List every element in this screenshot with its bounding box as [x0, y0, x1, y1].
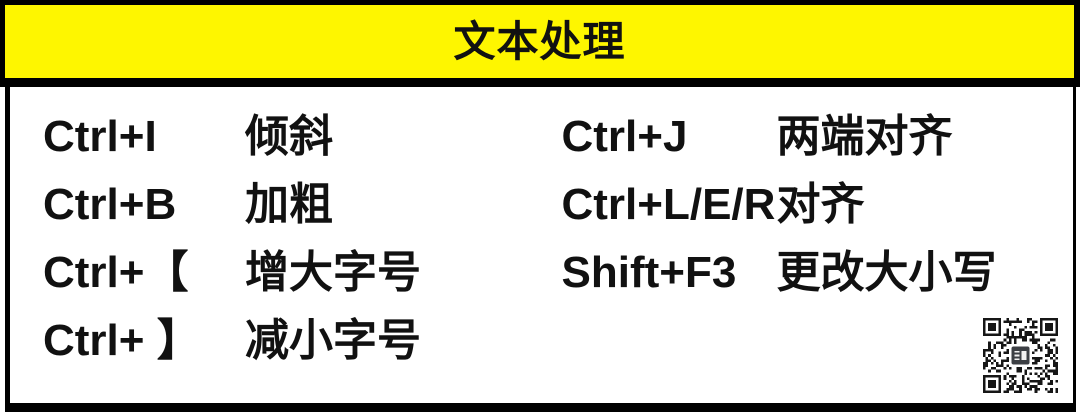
- shortcut-action: 更改大小写: [776, 248, 997, 297]
- shortcut-row: Ctrl+J 两端对齐: [542, 103, 1074, 171]
- card-header: 文本处理: [0, 0, 1080, 87]
- shortcut-keys: Ctrl+【: [43, 248, 189, 297]
- shortcut-column-right: Ctrl+J 两端对齐 Ctrl+L/E/R 对齐 Shift+F3 更改大小写: [542, 103, 1074, 307]
- shortcut-row: Ctrl+B 加粗: [10, 171, 542, 239]
- shortcut-action: 加粗: [245, 180, 333, 229]
- shortcut-keys: Ctrl+B: [43, 180, 177, 229]
- shortcut-row: Ctrl+I 倾斜: [10, 103, 542, 171]
- shortcut-row: Ctrl+L/E/R 对齐: [542, 171, 1074, 239]
- shortcut-action: 对齐: [776, 180, 865, 229]
- shortcut-action: 两端对齐: [776, 112, 953, 161]
- shortcut-row: Ctrl+ 】 减小字号: [10, 307, 542, 375]
- shortcut-keys: Ctrl+ 】: [43, 316, 201, 365]
- qr-center-logo: [1011, 346, 1030, 365]
- shortcut-action: 减小字号: [245, 316, 421, 365]
- qr-code: [983, 318, 1058, 393]
- shortcut-keys: Ctrl+L/E/R: [561, 180, 776, 229]
- qr-code-image: [983, 318, 1058, 393]
- shortcut-keys: Shift+F3: [561, 248, 737, 297]
- card-body: Ctrl+I 倾斜 Ctrl+B 加粗 Ctrl+【 增大字号 Ctrl+ 】 …: [5, 87, 1076, 412]
- shortcut-row: Shift+F3 更改大小写: [542, 239, 1074, 307]
- shortcut-keys: Ctrl+J: [561, 112, 688, 161]
- shortcut-keys: Ctrl+I: [43, 112, 157, 161]
- shortcut-row: Ctrl+【 增大字号: [10, 239, 542, 307]
- card-title: 文本处理: [453, 17, 626, 65]
- shortcut-action: 倾斜: [245, 112, 333, 161]
- shortcut-column-left: Ctrl+I 倾斜 Ctrl+B 加粗 Ctrl+【 增大字号 Ctrl+ 】 …: [10, 103, 542, 375]
- shortcut-action: 增大字号: [245, 248, 421, 297]
